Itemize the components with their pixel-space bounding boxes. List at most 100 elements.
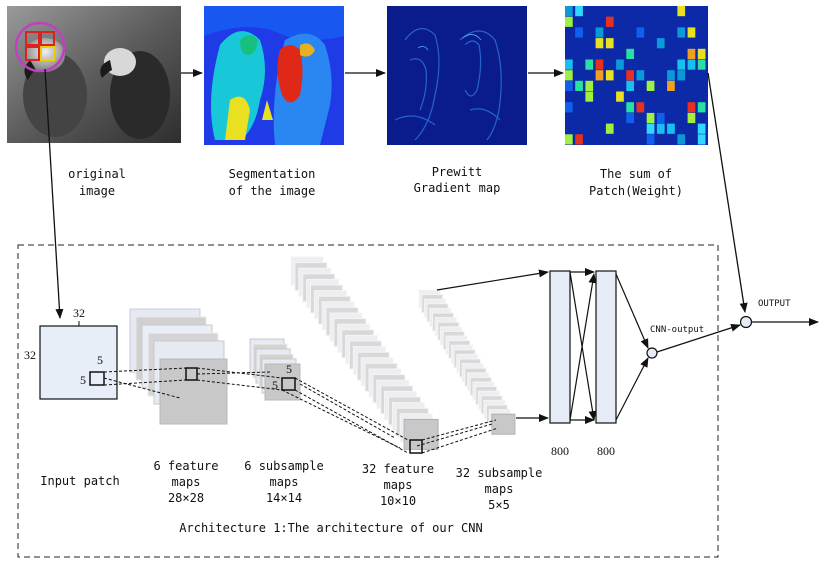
heatmap-cell (605, 38, 614, 49)
heatmap-cell (565, 80, 573, 91)
heatmap-cell (595, 70, 604, 81)
heatmap-cell (565, 6, 573, 17)
heatmap-cell (677, 70, 686, 81)
cnn-output-label: CNN-output (650, 325, 704, 335)
s2-subsample-maps (418, 289, 516, 435)
heatmap-cell (626, 48, 634, 59)
heatmap-cell (565, 59, 573, 70)
heatmap-cell (636, 70, 645, 81)
original-image (7, 6, 181, 143)
heatmap-cell (575, 27, 583, 38)
c1-label-1: 6 feature (153, 459, 218, 473)
c2-feature-maps (290, 256, 439, 454)
weight-heatmap (565, 6, 708, 145)
input-width-label: 32 (73, 306, 85, 320)
heatmap-cell (605, 70, 614, 81)
heatmap-cell (595, 27, 604, 38)
heatmap-cell (697, 102, 706, 113)
cnn-caption: Architecture 1:The architecture of our C… (179, 521, 482, 535)
stage-label-original-2: image (79, 184, 115, 198)
heatmap-cell (616, 91, 624, 102)
stage-label-gradient-2: Gradient map (414, 181, 501, 195)
output-node (739, 315, 753, 329)
heatmap-cell (575, 6, 583, 17)
heatmap-cell (646, 80, 655, 91)
fc1-label: 800 (551, 444, 569, 458)
heatmap-cell (677, 134, 686, 145)
heatmap-cell (565, 134, 573, 145)
c1-feature-maps (129, 308, 228, 425)
heatmap-cell (667, 70, 675, 81)
heatmap-cell (626, 102, 634, 113)
stage-label-weights-2: Patch(Weight) (589, 184, 683, 198)
fc1-bar (549, 270, 571, 424)
s2-label-2: maps (485, 482, 514, 496)
c1-label-3: 28×28 (168, 491, 204, 505)
c2-label-3: 10×10 (380, 494, 416, 508)
heatmap-cell (667, 123, 675, 134)
heatmap-cell (616, 59, 624, 70)
input-patch-label: Input patch (40, 474, 119, 488)
fc-layers (549, 270, 617, 424)
heatmap-cell (697, 59, 706, 70)
stage-label-segmentation-1: Segmentation (229, 167, 316, 181)
heatmap-cell (687, 48, 696, 59)
heatmap-cell (646, 112, 655, 124)
fc-arrows (436, 268, 819, 424)
heatmap-cell (585, 59, 594, 70)
heatmap-cell (636, 27, 645, 38)
input-height-label: 32 (24, 348, 36, 362)
connection-lines (103, 367, 499, 454)
heatmap-cell (636, 102, 645, 113)
heatmap-cell (565, 102, 573, 113)
heatmap-cell (595, 59, 604, 70)
heatmap-cell (667, 80, 675, 91)
heatmap-cell (605, 123, 614, 134)
stage-label-segmentation-2: of the image (229, 184, 316, 198)
gradient-map (387, 6, 527, 145)
heatmap-cell (687, 27, 696, 38)
heatmap-cell (565, 16, 573, 27)
fc2-bar (595, 270, 617, 424)
heatmap-cell (656, 123, 665, 134)
s1-window (281, 377, 296, 391)
heatmap-cell (626, 112, 634, 124)
heatmap-cell (656, 112, 665, 124)
s2-map (491, 413, 516, 435)
kernel-h-label: 5 (80, 373, 86, 387)
segmentation-image (204, 6, 344, 145)
heatmap-cell (687, 112, 696, 124)
heatmap-cell (585, 91, 594, 102)
c2-label-2: maps (384, 478, 413, 492)
kernel-w-label: 5 (97, 353, 103, 367)
heatmap-cell (575, 134, 583, 145)
heatmap-cell (697, 123, 706, 134)
c1-label-2: maps (172, 475, 201, 489)
fc2-label: 800 (597, 444, 615, 458)
heatmap-cell (585, 80, 594, 91)
s1-label-2: maps (270, 475, 299, 489)
heatmap-cell (677, 27, 686, 38)
s1-kernel-w-label: 5 (286, 362, 292, 376)
heatmap-cell (677, 59, 686, 70)
heatmap-cell (646, 123, 655, 134)
heatmap-cell (595, 38, 604, 49)
c2-map (403, 418, 439, 450)
heatmap-cell (697, 48, 706, 59)
heatmap-cell (687, 102, 696, 113)
top-flow-arrows (44, 68, 748, 319)
s1-label-1: 6 subsample (244, 459, 323, 473)
c2-window (409, 439, 423, 454)
heatmap-cell (677, 6, 686, 17)
s1-subsample-maps (249, 338, 301, 401)
s2-label-3: 5×5 (488, 498, 510, 512)
s1-label-3: 14×14 (266, 491, 302, 505)
stage-label-weights-1: The sum of (600, 167, 672, 181)
heatmap-cell (656, 38, 665, 49)
cnn-output-node (646, 347, 658, 359)
c2-label-1: 32 feature (362, 462, 434, 476)
output-label: OUTPUT (758, 299, 791, 309)
stage-label-gradient-1: Prewitt (432, 165, 483, 179)
heatmap-cell (626, 80, 634, 91)
input-patch (39, 321, 118, 400)
